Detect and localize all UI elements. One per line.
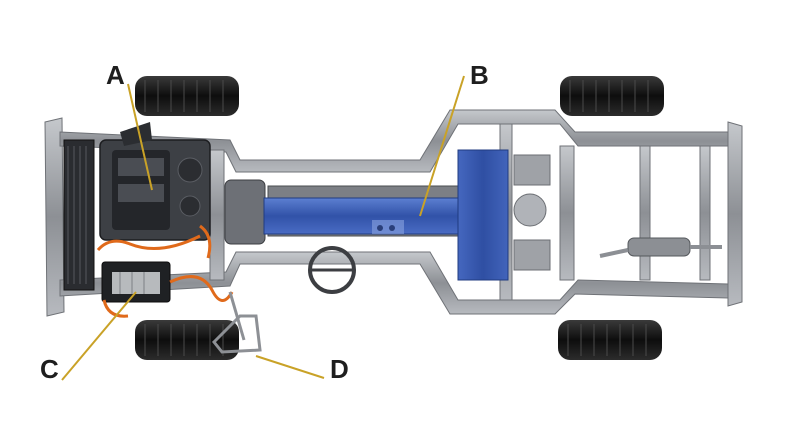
tire-front-top bbox=[135, 76, 239, 116]
callout-label-d: D bbox=[330, 354, 349, 384]
charge-port bbox=[211, 291, 262, 354]
hv-cables bbox=[96, 224, 234, 318]
leader-line-c bbox=[61, 291, 137, 381]
leader-line-d bbox=[255, 355, 325, 379]
tire-front-bottom bbox=[135, 320, 239, 360]
radiator bbox=[63, 139, 95, 291]
leader-line-b bbox=[419, 75, 465, 217]
steering-wheel bbox=[308, 246, 356, 294]
callout-leaders bbox=[61, 75, 465, 381]
leader-line-a bbox=[127, 83, 153, 191]
callout-label-b: B bbox=[470, 60, 489, 90]
muffler bbox=[599, 237, 722, 258]
callout-label-a: A bbox=[106, 60, 125, 90]
tire-rear-bottom bbox=[558, 320, 662, 360]
power-electronics bbox=[101, 261, 171, 303]
fuel-tank bbox=[513, 154, 551, 271]
battery-pack bbox=[263, 149, 509, 281]
callout-label-c: C bbox=[40, 354, 59, 384]
tire-rear-top bbox=[560, 76, 664, 116]
engine bbox=[99, 122, 211, 241]
